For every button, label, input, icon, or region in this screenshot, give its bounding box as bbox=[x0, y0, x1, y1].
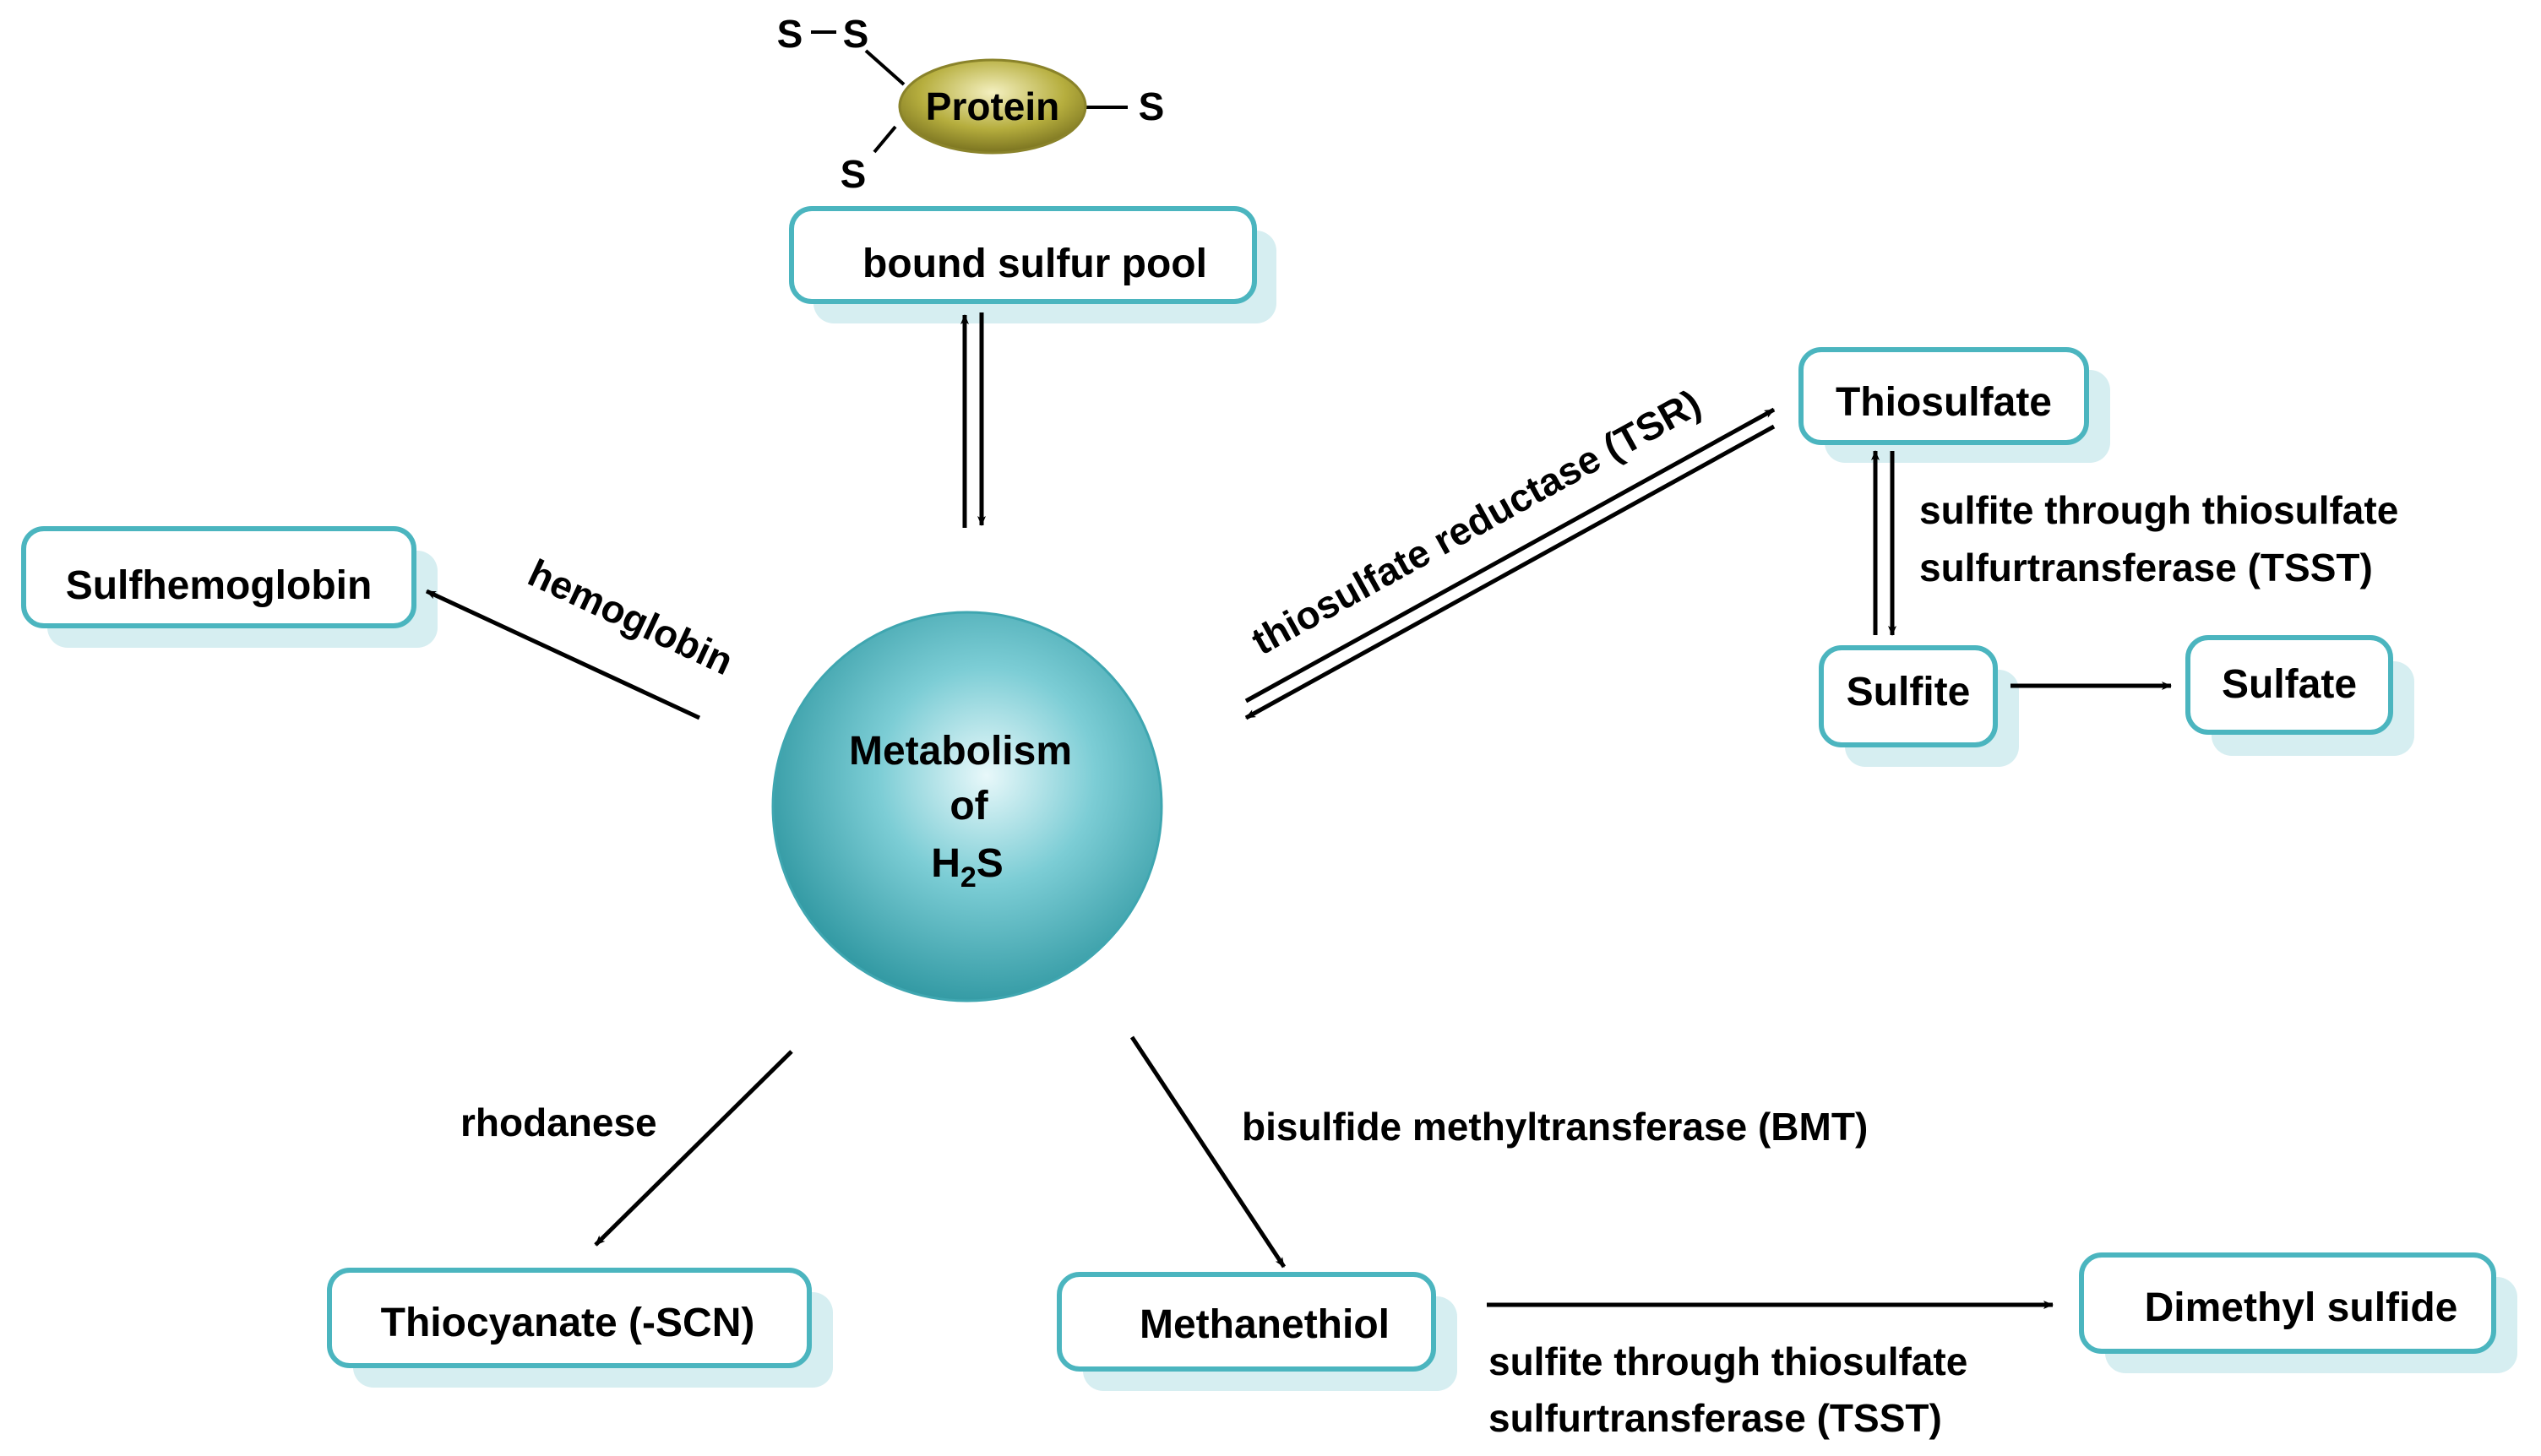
thiosulfate-label: Thiosulfate bbox=[1836, 380, 2052, 425]
protein-ellipse bbox=[898, 58, 1087, 155]
dimethyl-sulfide-box: Dimethyl sulfide bbox=[2079, 1252, 2517, 1373]
sulfate-box: Sulfate bbox=[2185, 635, 2414, 756]
sulfhemoglobin-label: Sulfhemoglobin bbox=[66, 563, 373, 608]
sulfur-atom-top-left: S bbox=[777, 12, 803, 56]
methanethiol-box: Methanethiol bbox=[1057, 1272, 1457, 1391]
arrow-to-thiocyanate bbox=[594, 1050, 793, 1247]
bound-sulfur-pool-label: bound sulfur pool bbox=[862, 242, 1207, 286]
sulfur-atom-bottom: S bbox=[841, 152, 867, 196]
sulfur-atom-right: S bbox=[1139, 84, 1165, 128]
center-line-1: Metabolism bbox=[849, 729, 1072, 774]
tsst-right-line-1: sulfite through thiosulfate bbox=[1919, 488, 2398, 532]
protein-label: Protein bbox=[926, 84, 1059, 128]
sulfur-atom-top-right: S bbox=[843, 12, 869, 56]
metabolism-sphere: Metabolism of H2S bbox=[771, 611, 1163, 1002]
equilibrium-arrows-tsr bbox=[1244, 407, 1776, 720]
arrow-to-sulfhemoglobin bbox=[425, 589, 701, 720]
methanethiol-label: Methanethiol bbox=[1140, 1302, 1390, 1347]
sulfhemoglobin-box: Sulfhemoglobin bbox=[21, 526, 438, 648]
tsst-bottom-line-1: sulfite through thiosulfate bbox=[1488, 1339, 1967, 1383]
protein-group: Protein S S S S bbox=[777, 12, 1165, 196]
tsr-label: thiosulfate reductase (TSR) bbox=[1244, 381, 1708, 664]
equilibrium-arrows-thiosulfate-sulfite bbox=[1871, 450, 1896, 636]
bound-sulfur-pool-box: bound sulfur pool bbox=[789, 206, 1276, 323]
center-line-2: of bbox=[949, 784, 988, 829]
tsst-bottom-line-2: sulfurtransferase (TSST) bbox=[1488, 1396, 1942, 1440]
sulfite-box: Sulfite bbox=[1819, 645, 2019, 767]
equilibrium-arrows-bound-pool bbox=[960, 312, 986, 528]
tsst-right-line-2: sulfurtransferase (TSST) bbox=[1919, 546, 2373, 589]
thiocyanate-label: Thiocyanate (-SCN) bbox=[381, 1301, 755, 1345]
hemoglobin-label: hemoglobin bbox=[522, 551, 740, 683]
bmt-label: bisulfide methyltransferase (BMT) bbox=[1242, 1105, 1868, 1149]
thiocyanate-box: Thiocyanate (-SCN) bbox=[327, 1268, 833, 1388]
arrow-to-methanethiol bbox=[1129, 1035, 1287, 1269]
sulfite-label: Sulfite bbox=[1847, 670, 1971, 714]
center-line-3: H2S bbox=[931, 841, 1004, 894]
thiosulfate-box: Thiosulfate bbox=[1798, 347, 2110, 463]
sulfate-label: Sulfate bbox=[2222, 662, 2357, 707]
dimethyl-sulfide-label: Dimethyl sulfide bbox=[2145, 1285, 2458, 1330]
rhodanese-label: rhodanese bbox=[460, 1100, 657, 1144]
